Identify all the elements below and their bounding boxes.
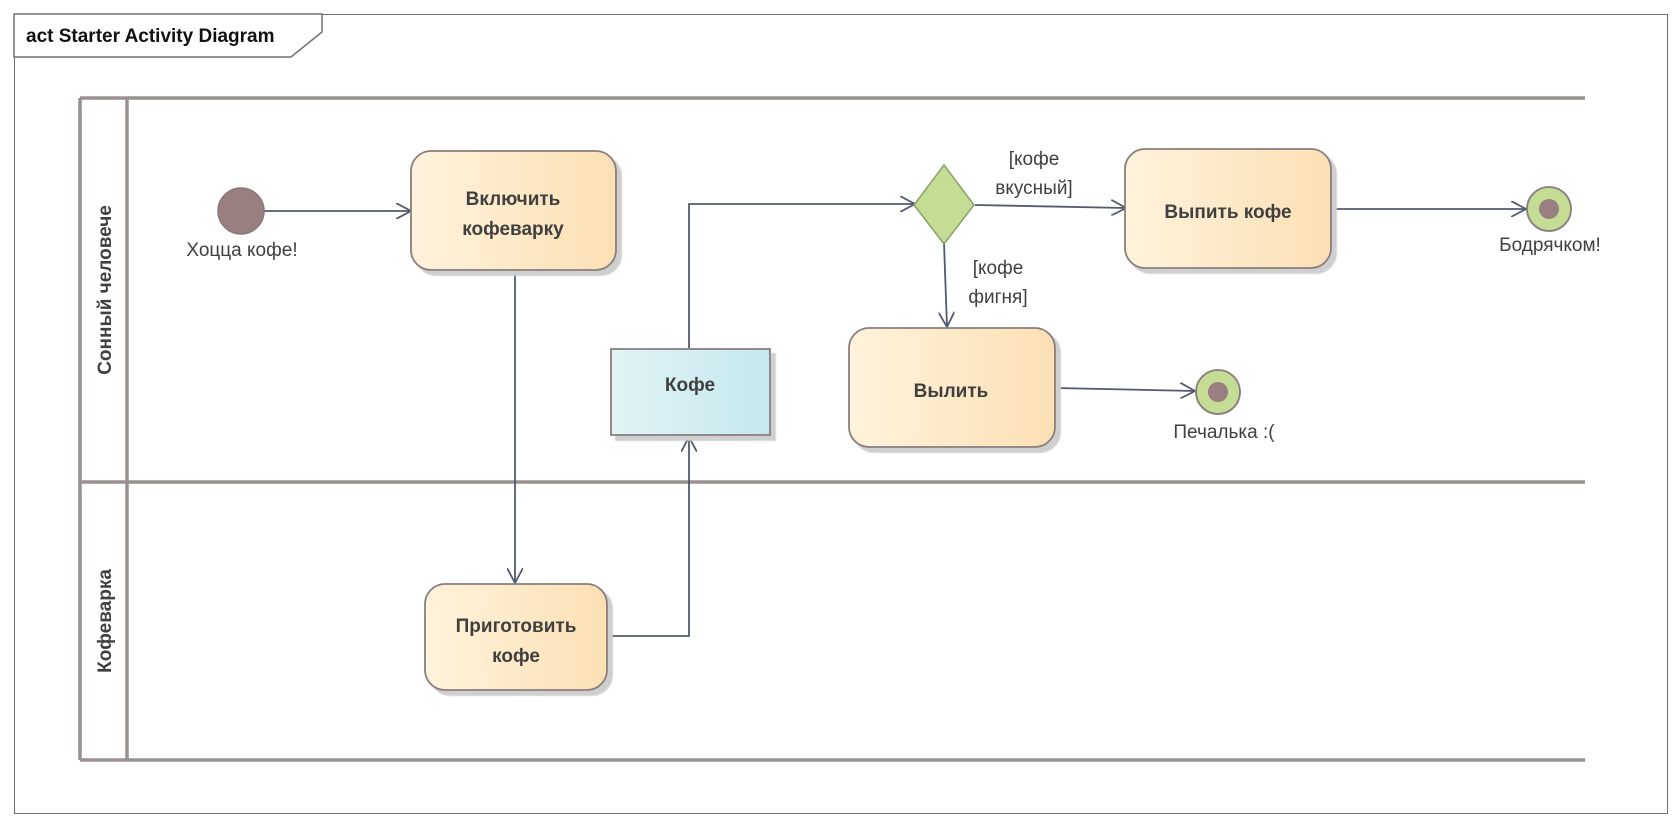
final-node-sad-label: Печалька :( bbox=[1173, 422, 1275, 443]
lane-label-sleepy-human[interactable]: Сонный человече bbox=[95, 205, 116, 375]
swimlanes: Сонный человече Кофеварка bbox=[78, 96, 1585, 762]
guard-tasty: [кофе вкусный] bbox=[995, 149, 1072, 199]
object-node-coffee[interactable]: Кофе bbox=[610, 348, 771, 436]
initial-node-label: Хоцца кофе! bbox=[186, 240, 297, 261]
diagram-frame bbox=[14, 14, 1668, 814]
guard-bad-line-2: фигня] bbox=[968, 287, 1027, 308]
frame-title: act Starter Activity Diagram bbox=[26, 26, 275, 47]
final-node-happy-label: Бодрячком! bbox=[1499, 235, 1601, 256]
edge-brew-to-coffee[interactable] bbox=[608, 437, 689, 637]
edge-coffee-to-decision[interactable] bbox=[688, 204, 915, 348]
guard-bad-line-1: [кофе bbox=[973, 258, 1024, 279]
final-node-sad[interactable]: Печалька :( bbox=[1173, 369, 1275, 443]
edges bbox=[263, 204, 1526, 637]
lane-label-coffee-maker[interactable]: Кофеварка bbox=[95, 569, 116, 673]
final-node-happy[interactable]: Бодрячком! bbox=[1499, 186, 1601, 256]
action-turn-on-line-2: кофеварку bbox=[462, 219, 564, 240]
guard-bad: [кофе фигня] bbox=[968, 258, 1027, 308]
action-brew-line-1: Приготовить bbox=[456, 616, 577, 637]
edge-decision-to-pour[interactable] bbox=[944, 242, 947, 327]
guard-tasty-line-1: [кофе bbox=[1009, 149, 1060, 170]
guard-tasty-line-2: вкусный] bbox=[995, 178, 1072, 199]
object-node-coffee-label: Кофе bbox=[665, 375, 715, 396]
action-pour-out[interactable]: Вылить bbox=[848, 327, 1056, 448]
action-drink-coffee[interactable]: Выпить кофе bbox=[1124, 148, 1332, 269]
initial-node[interactable]: Хоцца кофе! bbox=[186, 187, 298, 261]
action-pour-out-line-1: Вылить bbox=[914, 381, 989, 402]
action-turn-on-line-1: Включить bbox=[466, 189, 561, 210]
action-brew-line-2: кофе bbox=[492, 646, 540, 667]
frame-title-tab: act Starter Activity Diagram bbox=[13, 13, 323, 58]
action-brew-coffee[interactable]: Приготовить кофе bbox=[424, 583, 608, 691]
decision-node[interactable] bbox=[913, 163, 975, 246]
action-drink-line-1: Выпить кофе bbox=[1164, 202, 1291, 223]
edge-pour-to-sad-end[interactable] bbox=[1055, 388, 1195, 391]
edge-decision-to-drink[interactable] bbox=[974, 205, 1126, 208]
action-turn-on-coffee-maker[interactable]: Включить кофеварку bbox=[410, 150, 617, 271]
